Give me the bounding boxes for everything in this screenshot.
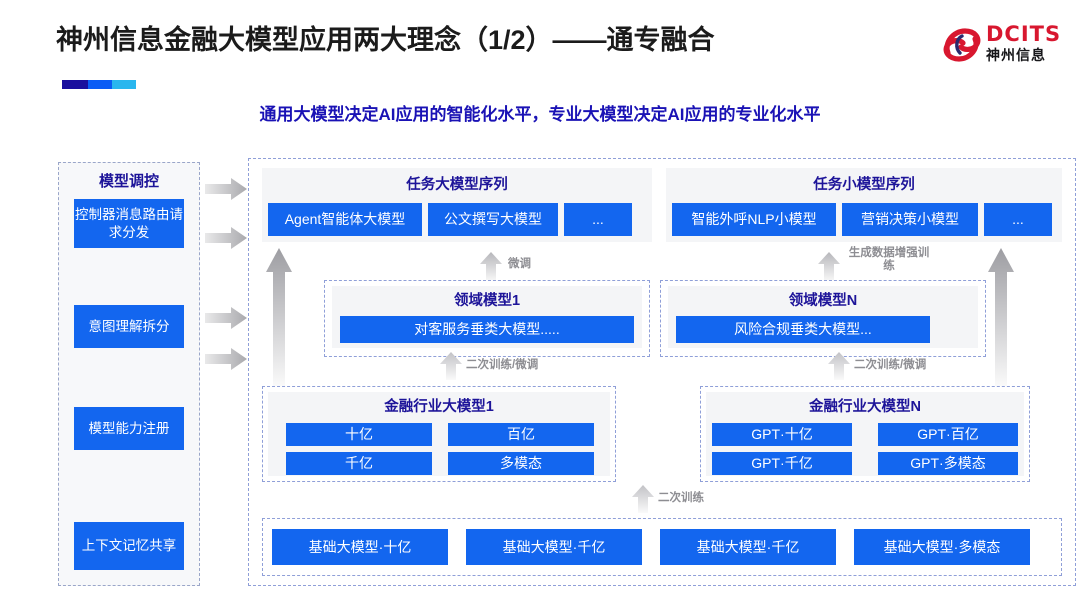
flow-arrow-right-4 (205, 348, 247, 370)
rule-segment-dark (62, 80, 88, 89)
flow-arrow-right-2 (205, 227, 247, 249)
dcits-swirl-icon (942, 26, 982, 64)
arrow-label-retrain-finetune-left: 二次训练/微调 (466, 359, 539, 371)
task-large-box-1[interactable]: Agent智能体大模型 (268, 203, 422, 236)
sidebar-item-label: 模型能力注册 (88, 420, 170, 436)
arrow-label-retrain-finetune-right: 二次训练/微调 (854, 359, 927, 371)
industry-left-box-2[interactable]: 百亿 (448, 423, 594, 446)
box-label: 智能外呼NLP小模型 (691, 211, 817, 227)
page-title: 神州信息金融大模型应用两大理念（1/2）——通专融合 (56, 25, 715, 55)
sidebar-item-label: 控制器消息路由请求分发 (75, 206, 183, 240)
task-large-title: 任务大模型序列 (406, 177, 508, 193)
box-label: 对客服务垂类大模型..... (414, 321, 560, 337)
logo-wordmark: DCITS 神州信息 (986, 23, 1061, 64)
industry-right-box-4[interactable]: GPT·多模态 (878, 452, 1018, 475)
logo-latin-text: DCITS (986, 22, 1062, 46)
industry-left-title: 金融行业大模型1 (384, 399, 494, 415)
sidebar-item-controller-routing[interactable]: 控制器消息路由请求分发 (74, 199, 184, 248)
box-label: 千亿 (345, 455, 373, 471)
task-small-box-3[interactable]: ... (984, 203, 1052, 236)
flow-arrow-up-retrain (632, 485, 654, 518)
title-accent-rule (62, 80, 136, 89)
box-label: 百亿 (507, 426, 535, 442)
logo-chinese-text: 神州信息 (986, 47, 1046, 63)
flow-arrow-up-data-aug (818, 252, 840, 287)
domain-right-title: 领域模型N (788, 293, 858, 309)
sidebar-item-label: 上下文记忆共享 (81, 538, 177, 553)
box-label: 基础大模型·多模态 (883, 538, 1001, 555)
flow-arrow-up-retrain-left (440, 352, 462, 385)
box-label: Agent智能体大模型 (284, 211, 406, 227)
box-label: GPT·十亿 (751, 426, 813, 442)
domain-right-box-1[interactable]: 风险合规垂类大模型... (676, 316, 930, 343)
flow-arrow-up-finetune (480, 252, 502, 287)
flow-arrow-up-left-long (266, 248, 292, 393)
industry-right-box-2[interactable]: GPT·百亿 (878, 423, 1018, 446)
task-small-box-2[interactable]: 营销决策小模型 (842, 203, 978, 236)
foundation-box-3[interactable]: 基础大模型·千亿 (660, 529, 836, 565)
arrow-label-data-augmentation: 生成数据增强训练 (848, 247, 930, 272)
flow-arrow-right-3 (205, 307, 247, 329)
box-label: 基础大模型·千亿 (696, 538, 800, 555)
model-control-title: 模型调控 (98, 173, 159, 190)
sidebar-item-intent-parsing[interactable]: 意图理解拆分 (74, 305, 184, 348)
box-label: 公文撰写大模型 (444, 211, 542, 227)
task-small-box-1[interactable]: 智能外呼NLP小模型 (672, 203, 836, 236)
task-large-box-3[interactable]: ... (564, 203, 632, 236)
foundation-box-4[interactable]: 基础大模型·多模态 (854, 529, 1030, 565)
box-label: 多模态 (500, 455, 542, 471)
industry-right-box-1[interactable]: GPT·十亿 (712, 423, 852, 446)
industry-left-box-3[interactable]: 千亿 (286, 452, 432, 475)
industry-right-title: 金融行业大模型N (809, 399, 921, 415)
rule-segment-mid (88, 80, 112, 89)
rule-segment-light (112, 80, 136, 89)
industry-right-box-3[interactable]: GPT·千亿 (712, 452, 852, 475)
foundation-box-2[interactable]: 基础大模型·千亿 (466, 529, 642, 565)
page-subtitle: 通用大模型决定AI应用的智能化水平，专业大模型决定AI应用的专业化水平 (259, 105, 821, 124)
box-label: GPT·千亿 (751, 455, 813, 471)
sidebar-item-capability-registry[interactable]: 模型能力注册 (74, 407, 184, 450)
box-label: 风险合规垂类大模型... (734, 321, 872, 337)
box-label: 十亿 (345, 426, 373, 442)
sidebar-item-context-memory[interactable]: 上下文记忆共享 (74, 522, 184, 570)
box-label: 基础大模型·千亿 (502, 538, 606, 555)
flow-arrow-up-retrain-right (828, 352, 850, 385)
task-small-title: 任务小模型序列 (813, 177, 915, 193)
box-label: GPT·百亿 (917, 426, 979, 442)
box-label: ... (592, 211, 604, 227)
arrow-label-finetune: 微调 (508, 258, 531, 270)
brand-logo: DCITS 神州信息 (942, 22, 1066, 72)
industry-left-box-4[interactable]: 多模态 (448, 452, 594, 475)
flow-arrow-up-right-long (988, 248, 1014, 393)
arrow-label-retrain: 二次训练 (658, 492, 704, 504)
sidebar-item-label: 意图理解拆分 (88, 318, 170, 334)
box-label: 基础大模型·十亿 (308, 538, 412, 555)
flow-arrow-right-1 (205, 178, 247, 200)
foundation-box-1[interactable]: 基础大模型·十亿 (272, 529, 448, 565)
domain-left-box-1[interactable]: 对客服务垂类大模型..... (340, 316, 634, 343)
domain-left-title: 领域模型1 (453, 293, 521, 309)
box-label: 营销决策小模型 (861, 211, 959, 227)
task-large-box-2[interactable]: 公文撰写大模型 (428, 203, 558, 236)
industry-left-box-1[interactable]: 十亿 (286, 423, 432, 446)
box-label: ... (1012, 211, 1024, 227)
box-label: GPT·多模态 (910, 455, 986, 471)
